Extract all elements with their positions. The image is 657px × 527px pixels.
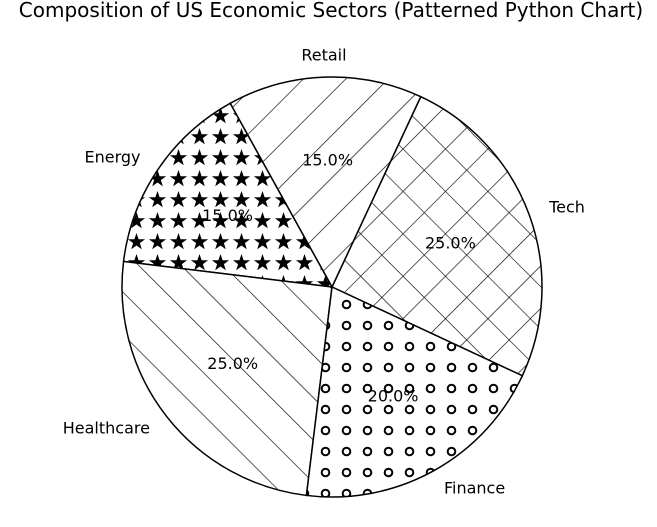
pie-slice-tech [331, 95, 543, 377]
pie-slice-finance [305, 285, 524, 498]
slice-percent-retail: 15.0% [302, 151, 353, 170]
pie-slices [121, 76, 543, 498]
pie-slice-retail [229, 76, 422, 289]
slice-percent-healthcare: 25.0% [207, 354, 258, 373]
slice-percent-finance: 20.0% [368, 387, 419, 406]
pie-labels: Tech 25.0% Retail 15.0% Energy 15.0% Healthcar… [63, 46, 585, 498]
slice-label-energy: Energy [84, 147, 140, 166]
slice-percent-energy: 15.0% [202, 206, 253, 225]
slice-label-retail: Retail [301, 46, 346, 65]
pie-slice-energy [122, 102, 334, 288]
slice-label-finance: Finance [444, 479, 505, 498]
pie-slice-healthcare [121, 260, 333, 497]
slice-percent-tech: 25.0% [425, 233, 476, 252]
chart-title: Composition of US Economic Sectors (Patt… [19, 0, 643, 22]
slice-label-healthcare: Healthcare [63, 419, 150, 438]
slice-label-tech: Tech [548, 197, 585, 216]
